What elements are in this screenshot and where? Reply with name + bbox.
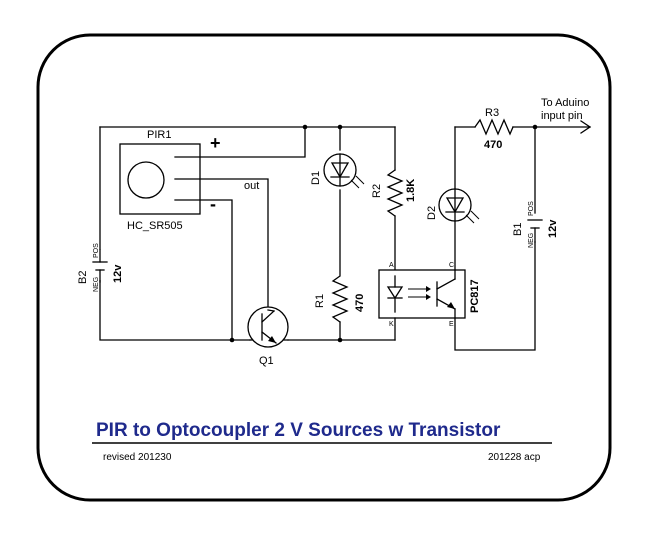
- b2-ref: B2: [77, 271, 89, 284]
- opto-ref: PC817: [469, 279, 481, 313]
- r3-value: 470: [484, 139, 502, 151]
- opto-pin-a: A: [389, 262, 394, 269]
- diagram-title: PIR to Optocoupler 2 V Sources w Transis…: [96, 420, 501, 441]
- d1-ref: D1: [310, 171, 322, 185]
- opto-pin-k: K: [389, 321, 394, 328]
- r1-value: 470: [354, 294, 366, 312]
- pir-out-label: out: [244, 180, 259, 192]
- output-line1: To Aduino: [541, 97, 589, 109]
- r3-ref: R3: [485, 107, 499, 119]
- battery-b1: B1 NEG POS 12v: [512, 201, 559, 248]
- r2-ref: R2: [371, 184, 383, 198]
- optocoupler-pc817: A K C E PC817: [378, 262, 481, 341]
- pir-minus-sign: -: [210, 194, 216, 214]
- b2-neg: NEG: [93, 277, 100, 292]
- r2-value: 1.8K: [405, 179, 417, 202]
- pir-part: HC_SR505: [127, 220, 183, 232]
- q1-ref: Q1: [259, 355, 274, 367]
- date-code: 201228 acp: [488, 452, 541, 463]
- resistor-r3: R3 470: [474, 107, 514, 151]
- title-block: PIR to Optocoupler 2 V Sources w Transis…: [92, 420, 552, 463]
- b1-ref: B1: [512, 223, 524, 236]
- resistor-r1: R1 470: [314, 275, 366, 323]
- output-line2: input pin: [541, 110, 583, 122]
- resistor-r2: R2 1.8K: [371, 126, 417, 271]
- revised-note: revised 201230: [103, 452, 172, 463]
- right-wiring: [454, 120, 592, 351]
- transistor-q1: Q1: [247, 306, 289, 367]
- pir-sensor: PIR1 HC_SR505 + - out: [119, 129, 259, 232]
- d2-ref: D2: [426, 206, 438, 220]
- opto-pin-e: E: [449, 321, 454, 328]
- led-d1: D1: [310, 153, 365, 189]
- b2-pos: POS: [93, 243, 100, 258]
- b1-neg: NEG: [528, 233, 535, 248]
- opto-pin-c: C: [449, 262, 454, 269]
- r1-ref: R1: [314, 294, 326, 308]
- pir-ref: PIR1: [147, 129, 171, 141]
- battery-b2: B2 NEG POS 12v: [77, 243, 124, 292]
- b1-voltage: 12v: [547, 219, 559, 238]
- led-d2: D2: [426, 188, 480, 224]
- output-label: To Aduino input pin: [541, 97, 589, 122]
- pir-plus-sign: +: [210, 133, 221, 153]
- b1-pos: POS: [528, 201, 535, 216]
- b2-voltage: 12v: [112, 264, 124, 283]
- pir-lens: [127, 161, 165, 199]
- left-wiring: [99, 124, 396, 343]
- frame-border: [36, 33, 612, 502]
